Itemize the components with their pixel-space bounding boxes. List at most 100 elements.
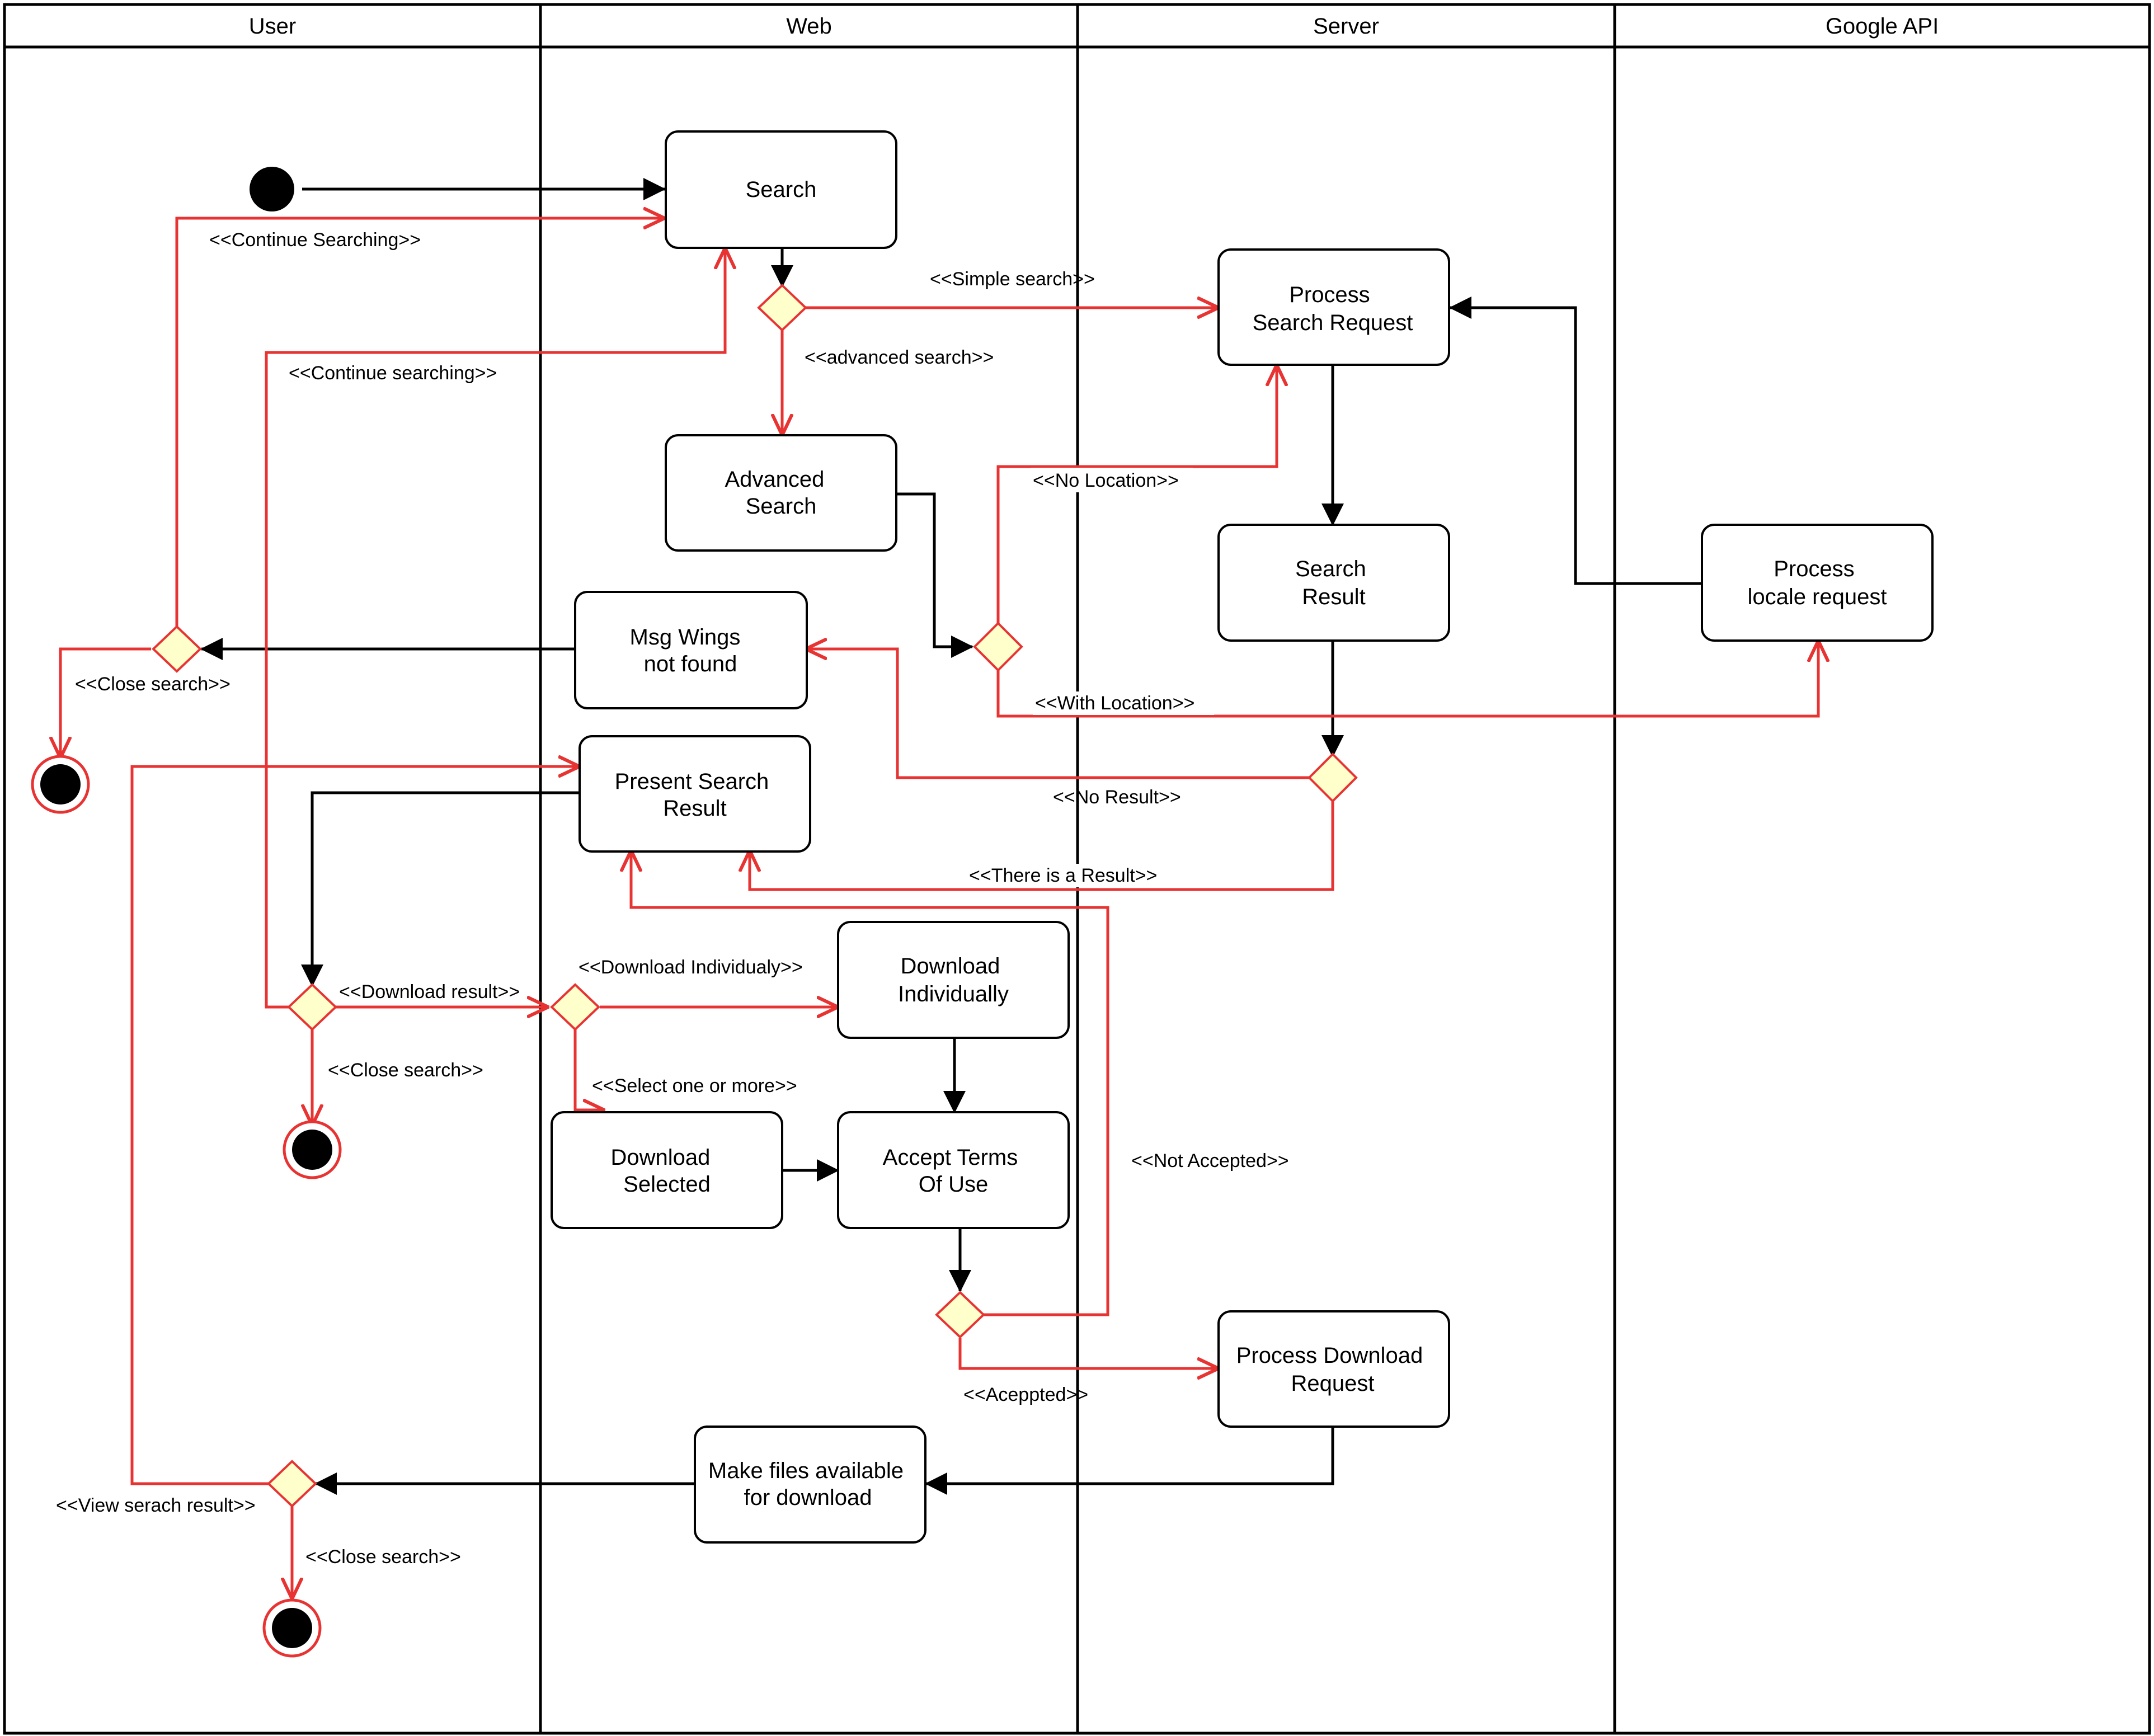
svg-text:Make files available for: Make files available for download [708,1459,910,1510]
label-simple-search: <<Simple search>> [930,269,1095,290]
label-close-search-3: <<Close search>> [305,1546,461,1568]
label-view-serach-result: <<View serach result>> [56,1495,256,1516]
edge-labels: <<Continue Searching>> <<Simple search>>… [56,229,1289,1568]
activity-process-download-line-2: Request [1291,1371,1375,1396]
activity-make-files-line-2: for download [744,1485,872,1510]
label-continue-searching-2: <<Continue searching>> [289,363,497,384]
swimlanes: User Web Server Google API [3,3,2151,1735]
activity-msg-wings-line-2: not found [644,652,737,676]
activity-process-search-request: Process Search Request [1217,248,1450,366]
flow-there-is-result [750,800,1334,891]
flow-present-to-user-decision [301,791,580,987]
decision-search-type [757,284,807,332]
flow-process-download-to-make-files [925,1426,1334,1495]
label-no-location: <<No Location>> [1033,470,1179,491]
label-there-is-a-result: <<There is a Result>> [969,865,1157,886]
decision-user-download [287,983,337,1031]
decision-result [1308,752,1358,803]
svg-text:Download Individually: Download Individually [898,954,1009,1006]
flow-view-serach-result [130,766,580,1485]
flow-acceppted [958,1338,1219,1368]
activity-download-selected: Download Selected [551,1111,783,1229]
svg-text:Advanced Search: Advanced Search [725,467,830,519]
svg-text:Search Result: Search Result [1295,557,1372,609]
activity-msg-wings-not-found: Msg Wings not found [574,591,808,709]
decision-user-continue [152,625,202,673]
flow-select-one-or-more [573,1029,604,1110]
final-node-1 [31,755,90,814]
activity-process-download-request: Process Download Request [1217,1310,1450,1428]
svg-text:Search: Search [746,177,817,202]
decision-location [973,622,1023,672]
activity-download-ind-line-1: Download [900,954,1000,978]
svg-text:Present Search Result: Present Search Result [615,769,775,821]
flow-with-location [996,641,1818,718]
activity-search: Search [665,130,897,249]
label-acceppted: <<Aceppted>> [963,1384,1088,1405]
flow-continue-searching-2 [265,248,725,1009]
red-flows [60,218,1818,1599]
activity-present-line-1: Present Search [615,769,769,794]
activity-process-locale-line-1: Process [1774,557,1855,581]
lane-web-title: Web [786,14,832,39]
final-node-2 [283,1120,342,1179]
label-no-result: <<No Result>> [1053,787,1181,808]
label-download-result: <<Download result>> [339,981,520,1003]
activity-make-files-line-1: Make files available [708,1459,904,1483]
activity-process-locale-line-2: locale request [1747,585,1887,609]
activity-accept-terms-line-2: Of Use [919,1172,988,1197]
lane-google-api-title: Google API [1826,14,1939,39]
activity-process-search-line-1: Process [1289,283,1370,307]
activity-present-search-result: Present Search Result [579,735,811,853]
svg-text:Accept Terms Of Use: Accept Terms Of Use [883,1145,1024,1197]
flow-no-result [806,649,1309,779]
activity-advanced-line-2: Search [746,494,817,519]
activity-process-download-line-1: Process Download [1236,1343,1423,1368]
activity-process-locale-request: Process locale request [1701,524,1934,642]
activity-process-search-line-2: Search Request [1253,310,1413,335]
activity-accept-terms-line-1: Accept Terms [883,1145,1018,1170]
svg-text:Process Search Request: Process Search Request [1253,283,1413,335]
svg-text:Process locale request: Process locale request [1747,557,1887,609]
label-not-accepted: <<Not Accepted>> [1131,1150,1289,1172]
activity-advanced-line-1: Advanced [725,467,824,492]
activity-msg-wings-line-1: Msg Wings [630,625,741,650]
label-close-search-1: <<Close search>> [75,674,231,695]
svg-text:Process Download Request: Process Download Request [1236,1343,1429,1396]
flow-no-location [996,365,1277,633]
activity-present-line-2: Result [663,796,726,821]
activity-advanced-search: Advanced Search [665,434,897,552]
flow-locale-to-process-search [1449,297,1702,585]
activity-download-sel-line-2: Selected [623,1172,711,1197]
flow-not-accepted [631,850,1109,1316]
decision-download-mode [550,983,600,1031]
decision-nodes [152,284,1358,1508]
flow-advanced-to-decision [896,492,973,658]
activity-download-ind-line-2: Individually [898,982,1009,1006]
activity-accept-terms-of-use: Accept Terms Of Use [837,1111,1070,1229]
label-with-location: <<With Location>> [1035,693,1194,714]
lane-server-title: Server [1313,14,1379,39]
black-flows [200,178,1702,1495]
activity-download-individually: Download Individually [837,921,1070,1039]
label-advanced-search: <<advanced search>> [805,347,994,368]
activity-search-result-line-1: Search [1295,557,1366,581]
svg-text:Msg Wings not found: Msg Wings not found [630,625,747,676]
flow-close-search-1 [60,647,151,758]
flow-continue-searching-1 [175,218,665,635]
label-close-search-2: <<Close search>> [328,1060,483,1081]
label-continue-searching-1: <<Continue Searching>> [209,229,421,251]
lane-user-title: User [249,14,296,39]
activity-search-result: Search Result [1217,524,1450,642]
label-download-individualy: <<Download Individualy>> [579,957,803,978]
initial-node [250,167,294,211]
svg-text:Download Selected: Download Selected [610,1145,716,1197]
activity-search-line-1: Search [746,177,817,202]
decision-user-files [267,1460,317,1508]
final-node-3 [262,1598,322,1658]
activity-search-result-line-2: Result [1302,585,1365,609]
activity-make-files-available: Make files available for download [694,1426,926,1544]
label-select-one-or-more: <<Select one or more>> [592,1075,797,1097]
activity-download-sel-line-1: Download [610,1145,710,1170]
